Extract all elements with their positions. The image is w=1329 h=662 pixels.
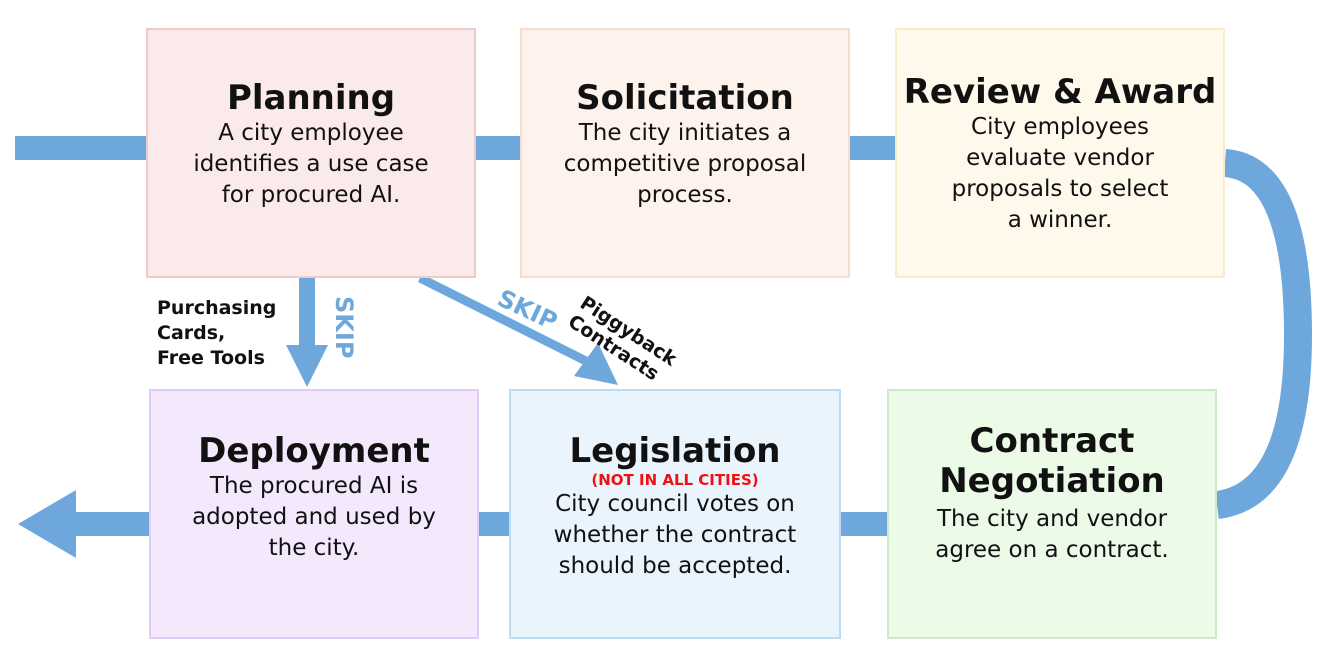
skip-vertical-arrowhead — [286, 345, 328, 387]
exit-arrowhead — [18, 490, 76, 558]
negotiation-description: The city and vendor agree on a contract. — [935, 506, 1169, 563]
negotiation-title-line2: Negotiation — [939, 461, 1165, 501]
flow-entry-bar — [15, 136, 148, 160]
stage-planning: Planning A city employee identifies a us… — [146, 28, 476, 278]
review-to-negotiation-curve — [1214, 149, 1313, 519]
legislation-title: Legislation — [569, 431, 781, 471]
skip-vertical-shaft — [299, 278, 315, 348]
planning-description: A city employee identifies a use case fo… — [193, 120, 429, 208]
stage-deployment: Deployment The procured AI is adopted an… — [149, 389, 479, 639]
deployment-description: The procured AI is adopted and used by t… — [192, 473, 436, 561]
skip-vertical-label: SKIP — [330, 296, 358, 359]
negotiation-title-line1: Contract — [969, 421, 1135, 461]
skip-diagonal-arrowhead — [574, 343, 618, 385]
skip-vertical-reason-line2: Cards, — [157, 322, 226, 344]
stage-contract-negotiation: Contract Negotiation The city and vendor… — [887, 389, 1217, 639]
planning-title: Planning — [226, 78, 396, 118]
stage-legislation: Legislation (NOT IN ALL CITIES) City cou… — [509, 389, 841, 639]
review-description: City employees evaluate vendor proposals… — [951, 114, 1169, 233]
exit-arrow-shaft — [65, 512, 151, 536]
legislation-to-deployment-bar — [477, 512, 511, 536]
legislation-description: City council votes on whether the contra… — [553, 491, 797, 579]
stage-review-award: Review & Award City employees evaluate v… — [895, 28, 1225, 278]
review-title: Review & Award — [903, 72, 1217, 112]
stage-solicitation: Solicitation The city initiates a compet… — [520, 28, 850, 278]
skip-vertical-reason-line3: Free Tools — [157, 347, 265, 369]
skip-diagonal-shaft — [417, 273, 597, 370]
planning-to-solicitation-bar — [474, 136, 522, 160]
solicitation-to-review-bar — [848, 136, 897, 160]
solicitation-description: The city initiates a competitive proposa… — [563, 120, 807, 208]
negotiation-to-legislation-bar — [839, 512, 889, 536]
skip-vertical-reason: Purchasing Cards, Free Tools — [157, 296, 276, 371]
solicitation-title: Solicitation — [576, 78, 794, 118]
legislation-note: (NOT IN ALL CITIES) — [591, 471, 759, 489]
skip-vertical-reason-line1: Purchasing — [157, 297, 277, 319]
deployment-title: Deployment — [198, 431, 430, 471]
